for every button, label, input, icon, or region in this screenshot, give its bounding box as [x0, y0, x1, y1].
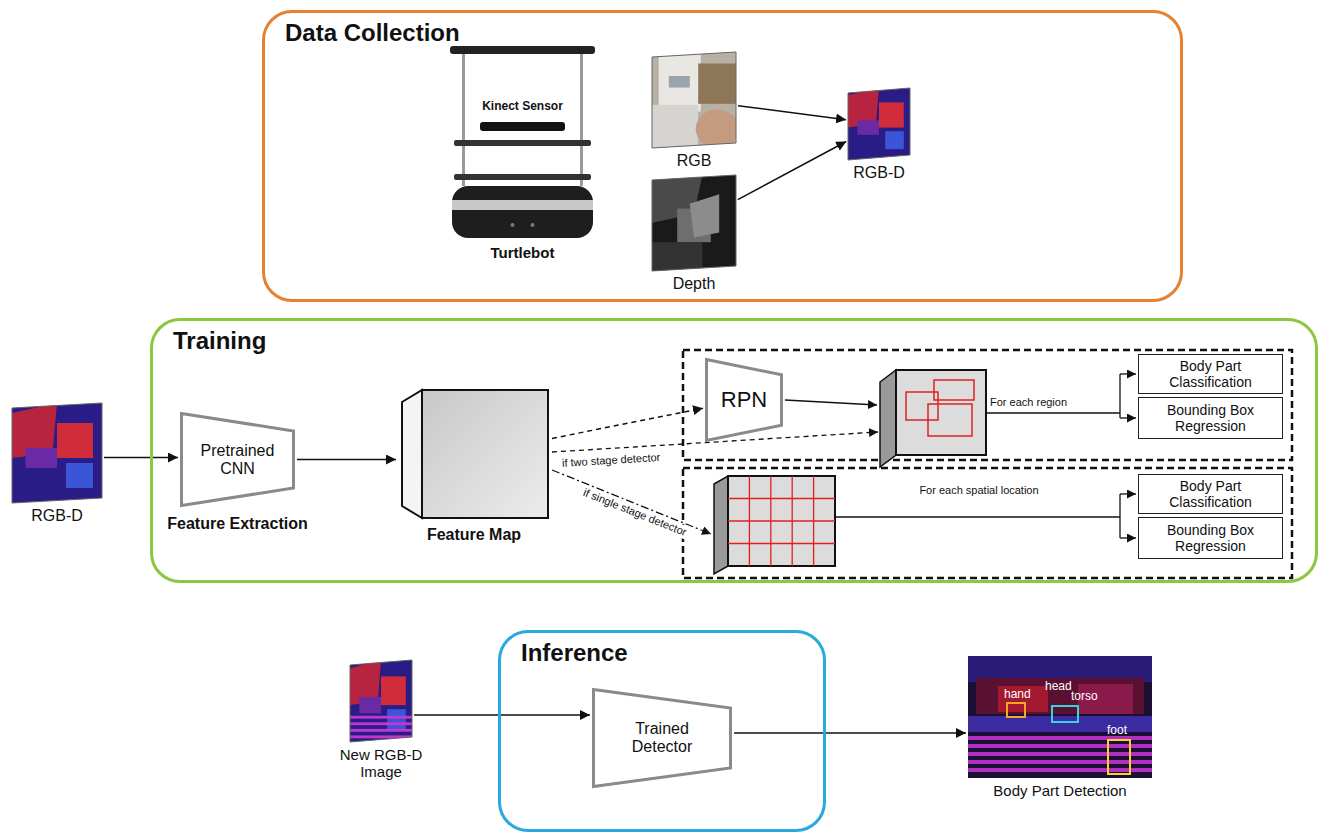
network-trapezoid: Trained Detector	[592, 688, 732, 788]
image-thumbnail: Depth	[652, 175, 736, 271]
grid-feature-block	[714, 476, 835, 574]
dashed-group	[683, 468, 1292, 578]
image-picture	[12, 403, 102, 503]
robot-label: Turtlebot	[430, 244, 615, 261]
panel-title: Inference	[521, 639, 628, 667]
image-label: New RGB-D Image	[331, 746, 431, 781]
box-text: Body Part Classification	[1144, 478, 1277, 510]
annotation-label: For each region	[990, 396, 1067, 409]
image-picture	[968, 656, 1152, 778]
connector-arrow	[552, 408, 703, 438]
output-box: Bounding Box Regression	[1138, 517, 1283, 559]
image-thumbnail: New RGB-D Image	[350, 660, 412, 742]
box-text: Bounding Box Regression	[1144, 522, 1277, 554]
connector-arrow	[414, 714, 590, 716]
branch-lines	[836, 374, 1136, 538]
feature-map-block: Feature Map	[398, 388, 550, 520]
connector-arrow	[738, 106, 846, 120]
region-feature-block	[880, 370, 986, 467]
annotation-label: For each spatial location	[918, 484, 1040, 497]
image-thumbnail: RGB	[652, 52, 736, 148]
sensor-label: Kinect Sensor	[450, 100, 595, 114]
box-text: Body Part Classification	[1144, 358, 1277, 390]
connector-arrow	[734, 732, 966, 734]
block-outline	[398, 388, 550, 520]
image-thumbnail: RGB-D	[12, 403, 102, 503]
annotation-label: torso	[1071, 690, 1098, 704]
output-box: Body Part Classification	[1138, 474, 1283, 514]
image-picture	[848, 88, 910, 160]
image-label: Body Part Detection	[928, 782, 1192, 799]
image-label: Depth	[612, 275, 776, 293]
dashed-group	[683, 350, 1292, 460]
image-thumbnail: RGB-D	[848, 88, 910, 160]
robot-illustration: Kinect SensorTurtlebot	[450, 40, 595, 268]
panel-title: Data Collection	[285, 19, 460, 47]
image-picture	[350, 660, 412, 742]
annotation-label: hand	[1004, 688, 1031, 702]
block-caption: Feature Map	[358, 526, 590, 544]
stage-panel: InferenceTrained Detector	[498, 630, 826, 832]
image-label: RGB-D	[0, 507, 142, 525]
annotation-label: head	[1045, 680, 1072, 694]
network-name: Pretrained CNN	[192, 441, 284, 478]
stage-panel: TrainingPretrained CNNFeature Extraction…	[150, 318, 1318, 583]
image-label: RGB-D	[808, 164, 950, 182]
panel-title: Training	[173, 327, 266, 355]
annotation-label: if two stage detector	[560, 451, 663, 470]
connector-arrow	[297, 459, 396, 461]
network-trapezoid: Pretrained CNNFeature Extraction	[180, 412, 295, 507]
image-label: RGB	[612, 152, 776, 170]
image-picture	[652, 52, 736, 148]
turtlebot-drawing	[450, 40, 595, 268]
annotation-label: foot	[1107, 724, 1127, 738]
stage-panel: Data CollectionKinect SensorTurtlebotRGB…	[262, 10, 1183, 302]
network-trapezoid: RPN	[705, 358, 783, 442]
network-name: Trained Detector	[606, 720, 718, 757]
connector-arrow	[104, 457, 178, 459]
dashdot-arrow	[552, 470, 711, 534]
output-box: Bounding Box Regression	[1138, 397, 1283, 439]
stage-caption: Feature Extraction	[120, 515, 355, 533]
arrow	[785, 400, 877, 405]
output-box: Body Part Classification	[1138, 354, 1283, 394]
connector-arrow	[738, 142, 846, 200]
annotation-label: if single stage detector	[580, 485, 691, 539]
network-name: RPN	[713, 387, 775, 412]
image-thumbnail: Body Part Detection	[968, 656, 1152, 778]
box-text: Bounding Box Regression	[1144, 402, 1277, 434]
image-picture	[652, 175, 736, 271]
